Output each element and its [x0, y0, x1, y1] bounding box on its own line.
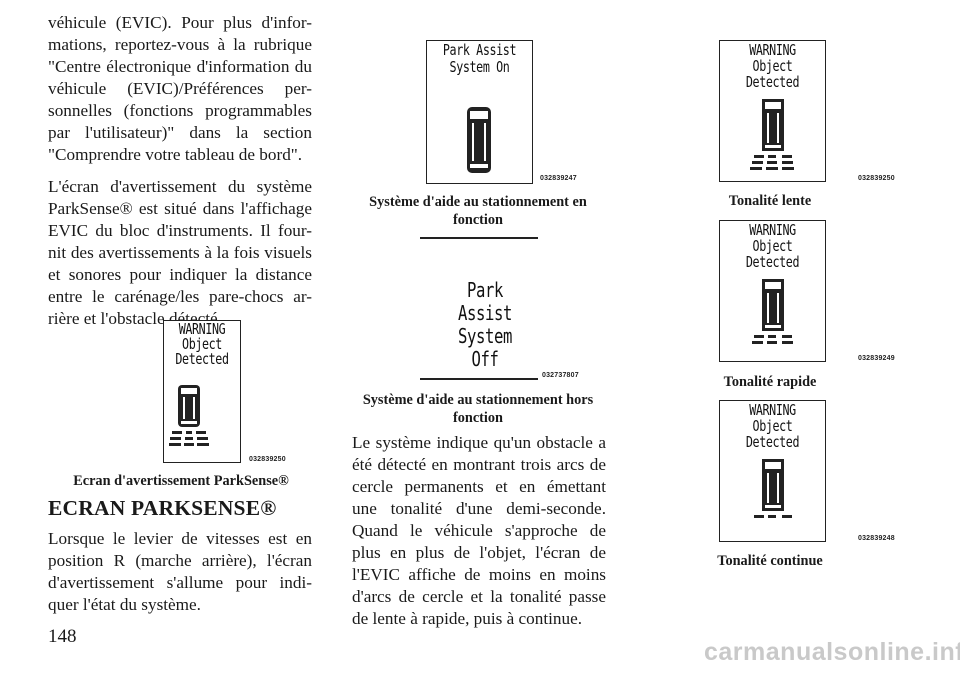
intro-paragraph: véhicule (EVIC). Pour plus d'infor- mati…	[48, 13, 312, 164]
figure-caption: Tonalité rapide	[723, 374, 817, 390]
proximity-arc	[754, 515, 764, 518]
figure-code: 032839249	[858, 355, 895, 362]
proximity-arc	[782, 335, 792, 338]
lcd-line-object: Object	[752, 417, 793, 435]
proximity-arcs	[169, 431, 209, 446]
lcd-line-detected: Detected	[175, 350, 229, 368]
lcd-line-detected: Detected	[745, 253, 800, 271]
figure-caption: Système d'aide au stationnement hors fon…	[362, 392, 594, 426]
lcd-line-park-assist: Park Assist	[457, 278, 513, 325]
proximity-arc	[782, 155, 792, 158]
middle-column-text: Le système indique qu'un obstacle a été …	[352, 432, 606, 630]
lcd-line-object: Object	[752, 57, 793, 75]
proximity-arc	[754, 335, 764, 338]
proximity-arc	[750, 167, 762, 170]
lcd-line-detected: Detected	[745, 73, 800, 91]
lcd-line-warning: WARNING	[178, 320, 226, 338]
lcd-line-park-assist: Park Assist	[442, 41, 517, 59]
proximity-arc	[752, 341, 763, 344]
lcd-line-warning: WARNING	[749, 41, 796, 59]
proximity-arc	[782, 161, 793, 164]
vehicle-icon	[169, 385, 209, 446]
lcd-line-warning: WARNING	[749, 221, 796, 239]
proximity-arc	[768, 515, 776, 518]
park-assist-on-display: Park Assist System On	[426, 40, 533, 184]
figure-caption: Tonalité continue	[717, 553, 823, 569]
figure-caption: Tonalité lente	[728, 193, 812, 209]
proximity-arc	[752, 161, 763, 164]
section-heading: ECRAN PARKSENSE®	[48, 496, 277, 520]
proximity-arc	[782, 167, 794, 170]
page-number: 148	[48, 626, 77, 647]
figure-code: 032839250	[249, 456, 286, 463]
vehicle-icon	[754, 459, 792, 518]
left-column-lower: Lorsque le levier de vitesses est en pos…	[48, 528, 312, 616]
divider	[420, 378, 538, 380]
proximity-arc	[767, 341, 777, 344]
proximity-arc	[768, 155, 776, 158]
proximity-arc	[782, 341, 793, 344]
figure-caption: Ecran d'avertissement ParkSense®	[73, 473, 289, 489]
arcs-explanation-paragraph: Le système indique qu'un obstacle a été …	[352, 433, 606, 628]
figure-code: 032737807	[542, 372, 579, 379]
lcd-line-system-on: System On	[449, 58, 510, 76]
watermark: carmanualsonline.info	[704, 638, 960, 666]
lcd-line-warning: WARNING	[749, 401, 796, 419]
lcd-line-detected: Detected	[745, 433, 800, 451]
park-assist-off-display: Park Assist System Off	[426, 244, 544, 372]
figure-caption: Système d'aide au stationnement en fonct…	[369, 194, 587, 228]
proximity-arc	[754, 155, 764, 158]
vehicle-icon	[752, 279, 793, 344]
lcd-line-object: Object	[182, 335, 222, 353]
proximity-arc	[768, 335, 776, 338]
divider	[420, 237, 538, 239]
left-column: véhicule (EVIC). Pour plus d'infor- mati…	[48, 12, 312, 330]
parksense-description-paragraph: L'écran d'avertissement du système ParkS…	[48, 177, 312, 328]
parksense-screen-paragraph: Lorsque le levier de vitesses est en pos…	[48, 529, 312, 614]
lcd-line-object: Object	[752, 237, 793, 255]
figure-code: 032839248	[858, 535, 895, 542]
lcd-line-off: Off	[471, 347, 499, 371]
parksense-warning-display: WARNING Object Detected	[163, 320, 241, 463]
proximity-arc	[782, 515, 792, 518]
proximity-arc	[766, 167, 778, 170]
figure-code: 032839247	[540, 175, 577, 182]
figure-code: 032839250	[858, 175, 895, 182]
proximity-arc	[767, 161, 777, 164]
lcd-line-system: System	[457, 324, 513, 348]
vehicle-icon	[467, 107, 491, 173]
vehicle-icon	[750, 99, 794, 170]
